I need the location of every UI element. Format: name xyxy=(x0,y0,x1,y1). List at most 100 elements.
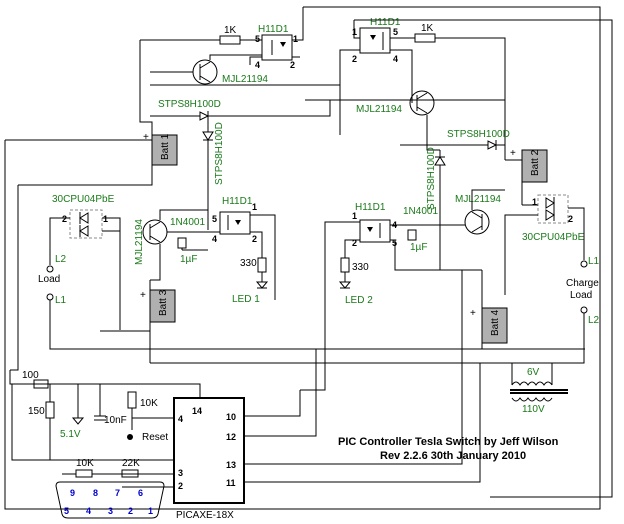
schottky-vertical-right: STPS8H100D xyxy=(426,147,446,270)
diode-1n4001-left: 1N4001 1µF xyxy=(170,217,208,265)
svg-text:MJL21194: MJL21194 xyxy=(134,219,145,265)
transistor-mid-left: MJL21194 xyxy=(134,209,208,281)
diode-1n4001-right: 1N4001 1µF xyxy=(403,206,465,253)
svg-text:STPS8H100D: STPS8H100D xyxy=(214,122,225,185)
transistor-top-right: MJL21194 xyxy=(356,78,440,151)
svg-text:1: 1 xyxy=(148,506,153,516)
svg-text:1µF: 1µF xyxy=(410,242,427,253)
svg-text:1: 1 xyxy=(352,27,357,37)
battery-4: Batt 4 + xyxy=(470,270,508,349)
svg-text:STPS8H100D: STPS8H100D xyxy=(447,129,510,140)
svg-text:5: 5 xyxy=(212,214,217,224)
svg-text:1: 1 xyxy=(293,34,298,44)
battery-1: Batt 1 + xyxy=(18,132,178,186)
svg-text:+: + xyxy=(510,148,516,159)
svg-text:2: 2 xyxy=(128,506,133,516)
svg-text:+: + xyxy=(470,308,476,319)
dual-diode-left: 30CPU04PbE 2 1 xyxy=(49,194,121,330)
svg-text:2: 2 xyxy=(178,481,183,491)
opto-mid-right: H11D1 1 2 4 5 xyxy=(300,202,482,391)
svg-text:30CPU04PbE: 30CPU04PbE xyxy=(52,194,115,205)
svg-text:6V: 6V xyxy=(527,367,540,378)
opto-top-right: H11D1 1 2 5 4 1K xyxy=(339,17,613,160)
svg-text:1µF: 1µF xyxy=(180,254,197,265)
svg-text:H11D1: H11D1 xyxy=(355,202,386,213)
title-line-1: PIC Controller Tesla Switch by Jeff Wils… xyxy=(338,436,559,448)
svg-text:Batt 2: Batt 2 xyxy=(530,149,541,176)
svg-text:10K: 10K xyxy=(140,398,158,409)
svg-text:10nF: 10nF xyxy=(104,415,127,426)
opto-top-left: H11D1 5 4 1 2 1K xyxy=(140,24,304,70)
svg-text:4: 4 xyxy=(255,60,260,70)
schottky-vertical-left: STPS8H100D xyxy=(202,116,225,230)
svg-text:330: 330 xyxy=(240,258,257,269)
svg-text:6: 6 xyxy=(138,488,143,498)
svg-text:Reset: Reset xyxy=(142,432,168,443)
opto-label: H11D1 xyxy=(258,24,289,35)
svg-text:STPS8H100D: STPS8H100D xyxy=(158,99,221,110)
transistor-mid-right: MJL21194 xyxy=(455,189,505,235)
schottky-right: STPS8H100D xyxy=(400,129,510,150)
svg-text:100: 100 xyxy=(22,370,39,381)
svg-text:LED 2: LED 2 xyxy=(345,295,373,306)
svg-text:5.1V: 5.1V xyxy=(60,429,81,440)
svg-text:2: 2 xyxy=(568,214,573,224)
svg-text:4: 4 xyxy=(86,506,91,516)
battery-3: Batt 3 + xyxy=(140,280,176,363)
resistor-1k-right xyxy=(414,33,436,43)
svg-text:330: 330 xyxy=(352,262,369,273)
svg-text:LED 1: LED 1 xyxy=(232,294,260,305)
outer-wires xyxy=(4,6,613,510)
svg-text:H11D1: H11D1 xyxy=(222,196,253,207)
opto-mid-left: H11D1 5 4 1 2 xyxy=(208,196,276,300)
svg-text:Load: Load xyxy=(570,290,592,301)
resistor-330-right: 330 LED 2 xyxy=(338,257,373,306)
svg-text:+: + xyxy=(143,132,149,143)
svg-text:5: 5 xyxy=(64,506,69,516)
svg-text:1: 1 xyxy=(352,211,357,221)
svg-text:4: 4 xyxy=(212,234,217,244)
svg-text:L2: L2 xyxy=(588,315,600,326)
svg-text:12: 12 xyxy=(226,432,236,442)
svg-text:Batt 3: Batt 3 xyxy=(158,289,169,316)
svg-text:4: 4 xyxy=(178,414,183,424)
svg-text:L1: L1 xyxy=(55,295,67,306)
load-left: L2 Load L1 xyxy=(38,254,150,350)
svg-text:10K: 10K xyxy=(76,458,94,469)
transformer: 6V 110V xyxy=(510,363,568,415)
svg-text:1: 1 xyxy=(103,214,108,224)
svg-text:PICAXE-18X: PICAXE-18X xyxy=(176,510,234,521)
svg-text:L1: L1 xyxy=(588,256,600,267)
title-line-2: Rev 2.2.6 30th January 2010 xyxy=(380,450,526,462)
svg-text:5: 5 xyxy=(255,34,260,44)
svg-text:H11D1: H11D1 xyxy=(370,17,401,28)
svg-text:MJL21194: MJL21194 xyxy=(356,104,402,115)
svg-text:5: 5 xyxy=(393,27,398,37)
db9-connector: 9 8 7 6 5 4 3 2 1 xyxy=(55,481,165,519)
reset-and-power: 100 150 5.1V 10nF 10K Reset xyxy=(9,370,201,461)
schottky-top: STPS8H100D xyxy=(150,99,331,121)
svg-text:1N4001: 1N4001 xyxy=(170,217,205,228)
svg-text:14: 14 xyxy=(192,406,202,416)
svg-text:Charge: Charge xyxy=(566,278,599,289)
svg-text:4: 4 xyxy=(393,54,398,64)
svg-text:1K: 1K xyxy=(421,23,434,34)
svg-text:8: 8 xyxy=(93,488,98,498)
svg-text:2: 2 xyxy=(252,234,257,244)
svg-text:MJL21194: MJL21194 xyxy=(455,194,501,205)
svg-text:MJL21194: MJL21194 xyxy=(222,74,268,85)
svg-text:1N4001: 1N4001 xyxy=(403,206,438,217)
svg-text:2: 2 xyxy=(352,238,357,248)
microcontroller: 14 4 3 2 10 12 13 11 PICAXE-18X xyxy=(173,270,481,521)
battery-2: Batt 2 + xyxy=(505,148,548,205)
svg-text:2: 2 xyxy=(290,60,295,70)
svg-text:7: 7 xyxy=(115,488,120,498)
svg-text:+: + xyxy=(140,290,146,301)
svg-text:1: 1 xyxy=(532,197,537,207)
svg-text:22K: 22K xyxy=(122,458,140,469)
svg-text:Load: Load xyxy=(38,274,60,285)
svg-text:10: 10 xyxy=(226,412,236,422)
svg-text:2: 2 xyxy=(352,54,357,64)
svg-text:3: 3 xyxy=(108,506,113,516)
resistor-1k xyxy=(219,35,241,45)
